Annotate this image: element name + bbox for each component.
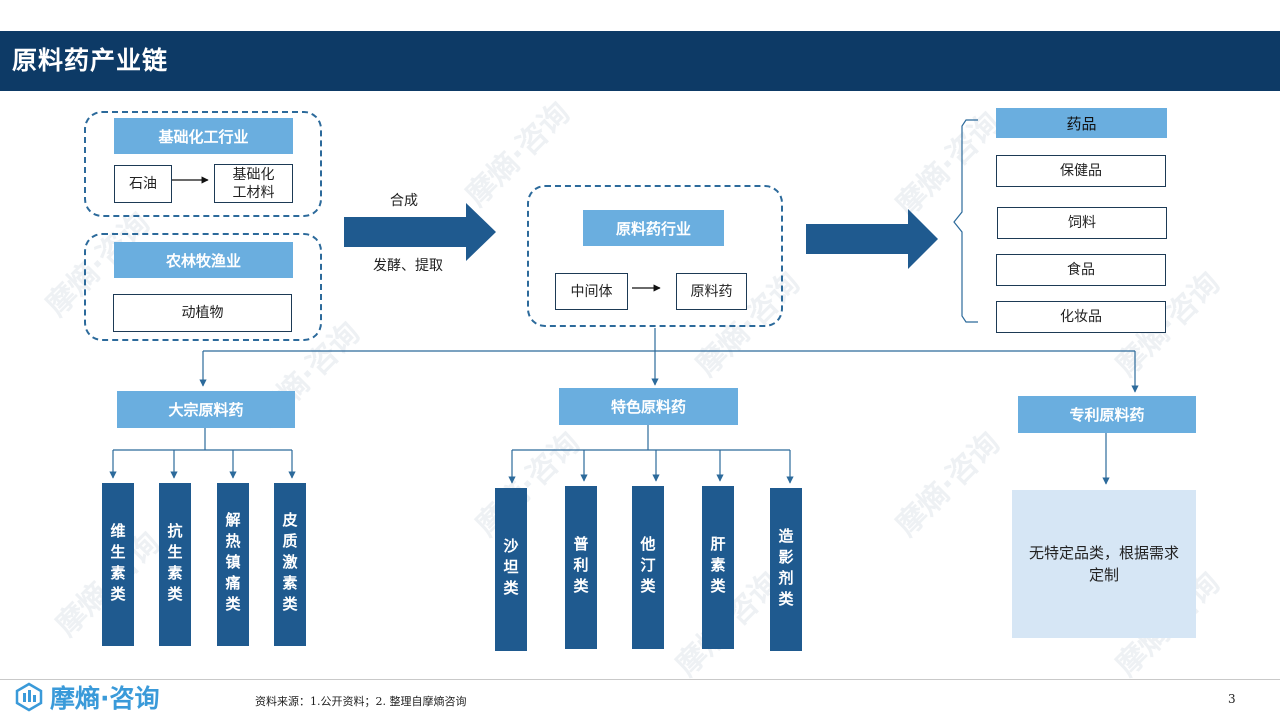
intermediate-box: 中间体 <box>555 273 628 310</box>
downstream-item: 饲料 <box>997 207 1167 239</box>
footer-divider <box>0 679 1280 680</box>
flow-arrow-downstream <box>806 209 938 269</box>
specialty-item-bar: 他汀类 <box>632 486 664 649</box>
specialty-item-bar: 造影剂类 <box>770 488 802 651</box>
patent-note-box: 无特定品类，根据需求定制 <box>1012 490 1196 638</box>
synthesis-label: 合成 <box>390 193 418 209</box>
page-title: 原料药产业链 <box>12 46 169 75</box>
header-bar <box>0 31 1280 91</box>
basic-material-label: 基础化 工材料 <box>232 166 275 201</box>
patent-api-label: 专利原料药 <box>1018 396 1196 433</box>
chem-industry-group <box>84 111 322 217</box>
downstream-item: 化妆品 <box>996 301 1166 333</box>
petroleum-box: 石油 <box>114 165 172 203</box>
bulk-item-bar: 抗生素类 <box>159 483 191 646</box>
api-box: 原料药 <box>676 273 747 310</box>
bulk-item-bar: 皮质激素类 <box>274 483 306 646</box>
downstream-item: 食品 <box>996 254 1166 286</box>
specialty-item-bar: 肝素类 <box>702 486 734 649</box>
page-number: 3 <box>1228 692 1236 706</box>
flow-arrow-upstream <box>344 203 496 261</box>
source-note: 资料来源：1.公开资料；2. 整理自摩熵咨询 <box>255 695 467 708</box>
chem-industry-label: 基础化工行业 <box>114 118 293 154</box>
plants-animals-box: 动植物 <box>113 294 292 332</box>
patent-note-text: 无特定品类，根据需求定制 <box>1028 544 1179 584</box>
specialty-item-bar: 沙坦类 <box>495 488 527 651</box>
downstream-item: 药品 <box>996 108 1167 138</box>
brand-name: 摩熵·咨询 <box>50 684 160 713</box>
specialty-item-bar: 普利类 <box>565 486 597 649</box>
downstream-bracket <box>953 119 978 323</box>
basic-material-box: 基础化 工材料 <box>214 164 293 203</box>
brand-icon <box>15 682 43 712</box>
api-industry-group <box>527 185 783 327</box>
agriculture-group <box>84 233 322 341</box>
bulk-api-label: 大宗原料药 <box>117 391 295 428</box>
bulk-item-bar: 维生素类 <box>102 483 134 646</box>
agriculture-label: 农林牧渔业 <box>114 242 293 278</box>
brand-logo: 摩熵·咨询 <box>14 679 160 715</box>
fermentation-label: 发酵、提取 <box>373 258 443 274</box>
specialty-api-label: 特色原料药 <box>559 388 738 425</box>
bulk-item-bar: 解热镇痛类 <box>217 483 249 646</box>
api-industry-label: 原料药行业 <box>583 210 724 246</box>
downstream-item: 保健品 <box>996 155 1166 187</box>
